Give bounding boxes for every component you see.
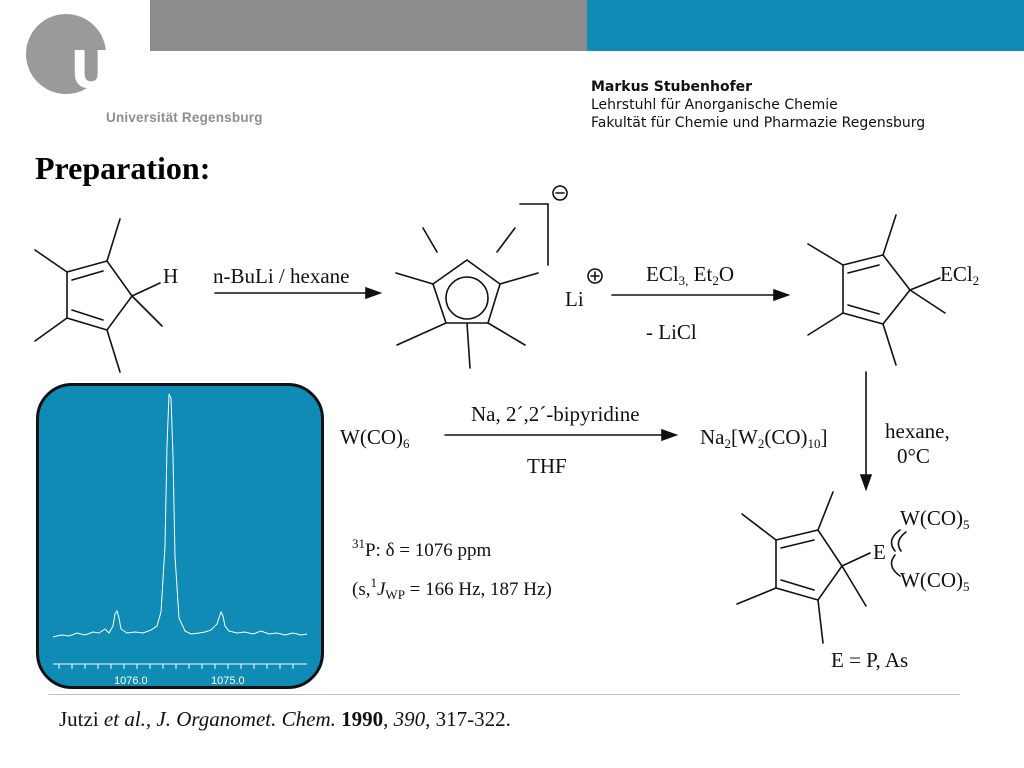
footer-divider [48,694,960,695]
label-e: E [873,540,886,564]
nmr-spectrum: 1076.0 1075.0 [36,383,324,689]
label-na: Na [700,425,725,449]
author-faculty: Fakultät für Chemie und Pharmazie Regens… [591,115,926,131]
label-wco5-top: W(CO)5 [900,506,970,532]
temp-step-4: 0°C [897,444,930,468]
nmr-mult-b: = 166 Hz, 187 Hz) [404,579,552,600]
nmr-mult-j: J [376,579,386,600]
citation-authors: Jutzi [59,707,104,731]
header-bar-gray [150,0,587,51]
molecule-cpstar-anion [395,203,549,369]
nmr-tick-1076: 1076.0 [114,675,148,687]
label-wco5-bottom-sub: 5 [962,579,970,594]
label-ecl-sub: 2 [972,273,980,288]
label-wco5-bottom: W(CO)5 [900,568,970,594]
label-e-definition: E = P, As [831,648,909,672]
citation-journal: et al., J. Organomet. Chem. [103,707,336,731]
cation-charge-icon [587,268,603,284]
citation-volume: 390 [393,707,426,731]
nmr-mult-sup: 1 [370,575,377,590]
citation: Jutzi et al., J. Organomet. Chem. 1990 , … [59,707,511,731]
citation-pages: , 317-322. [425,707,511,731]
header-bar-blue [587,0,1024,51]
nmr-multiplicity: (s,1JWP = 166 Hz, 187 Hz) [352,576,552,602]
reagent-step-2: ECl3, Et2O [646,262,735,288]
label-wco: W(CO) [340,425,403,449]
solvent-step-3: THF [527,454,567,478]
logo-u: UR [70,41,152,100]
university-logo: UR [26,14,152,100]
nmr-nucleus-sup: 31 [352,536,365,551]
label-w: [W [731,425,758,449]
label-h: H [163,264,179,288]
reagent-et-sub: 2 [712,273,719,288]
nmr-shift-text: P: δ = 1076 ppm [365,540,492,561]
author-block: Markus Stubenhofer Lehrstuhl für Anorgan… [591,78,925,132]
reagent-ecl: ECl [646,262,679,286]
label-co-sub: 10 [807,436,821,451]
molecule-cpstar-ecl2 [807,214,946,366]
label-wco5-bottom-text: W(CO) [900,568,963,592]
label-ecl: ECl [940,262,973,286]
nmr-tick-1075: 1075.0 [211,675,245,687]
reagent-o: O [718,262,735,286]
citation-year: 1990 [341,707,384,731]
page-title: Preparation: [35,150,211,186]
label-li: Li [565,287,584,311]
reagent-step-3: Na, 2´,2´-bipyridine [471,402,640,426]
label-co: (CO) [764,425,808,449]
molecule-cpstar-h [34,218,163,373]
reagent-step-1: n-BuLi / hexane [213,264,350,288]
label-w-sub: 2 [757,436,765,451]
university-name: Universität Regensburg [106,110,263,125]
reagent-et: Et [688,262,713,286]
author-chair: Lehrstuhl für Anorganische Chemie [591,97,838,113]
nmr-mult-sub: WP [385,587,405,602]
label-wco5-top-sub: 5 [962,517,970,532]
label-na2w2co10: Na2[W2(CO)10] [700,425,828,451]
byproduct-step-2: - LiCl [646,320,697,344]
nmr-shift: 31P: δ = 1076 ppm [352,537,492,561]
label-ecl2: ECl2 [940,262,980,288]
label-bracket: ] [820,425,828,449]
label-na-sub: 2 [724,436,732,451]
label-wco5-top-text: W(CO) [900,506,963,530]
solvent-step-4: hexane, [885,419,950,443]
label-wco-sub: 6 [402,436,410,451]
nmr-trace [52,393,308,669]
anion-charge-icon [552,185,568,201]
label-wco6: W(CO)6 [340,425,410,451]
reagent-ecl-sub: 3, [678,273,689,288]
molecule-product [736,491,907,644]
nmr-mult-a: (s, [352,579,371,600]
author-name: Markus Stubenhofer [591,79,753,95]
